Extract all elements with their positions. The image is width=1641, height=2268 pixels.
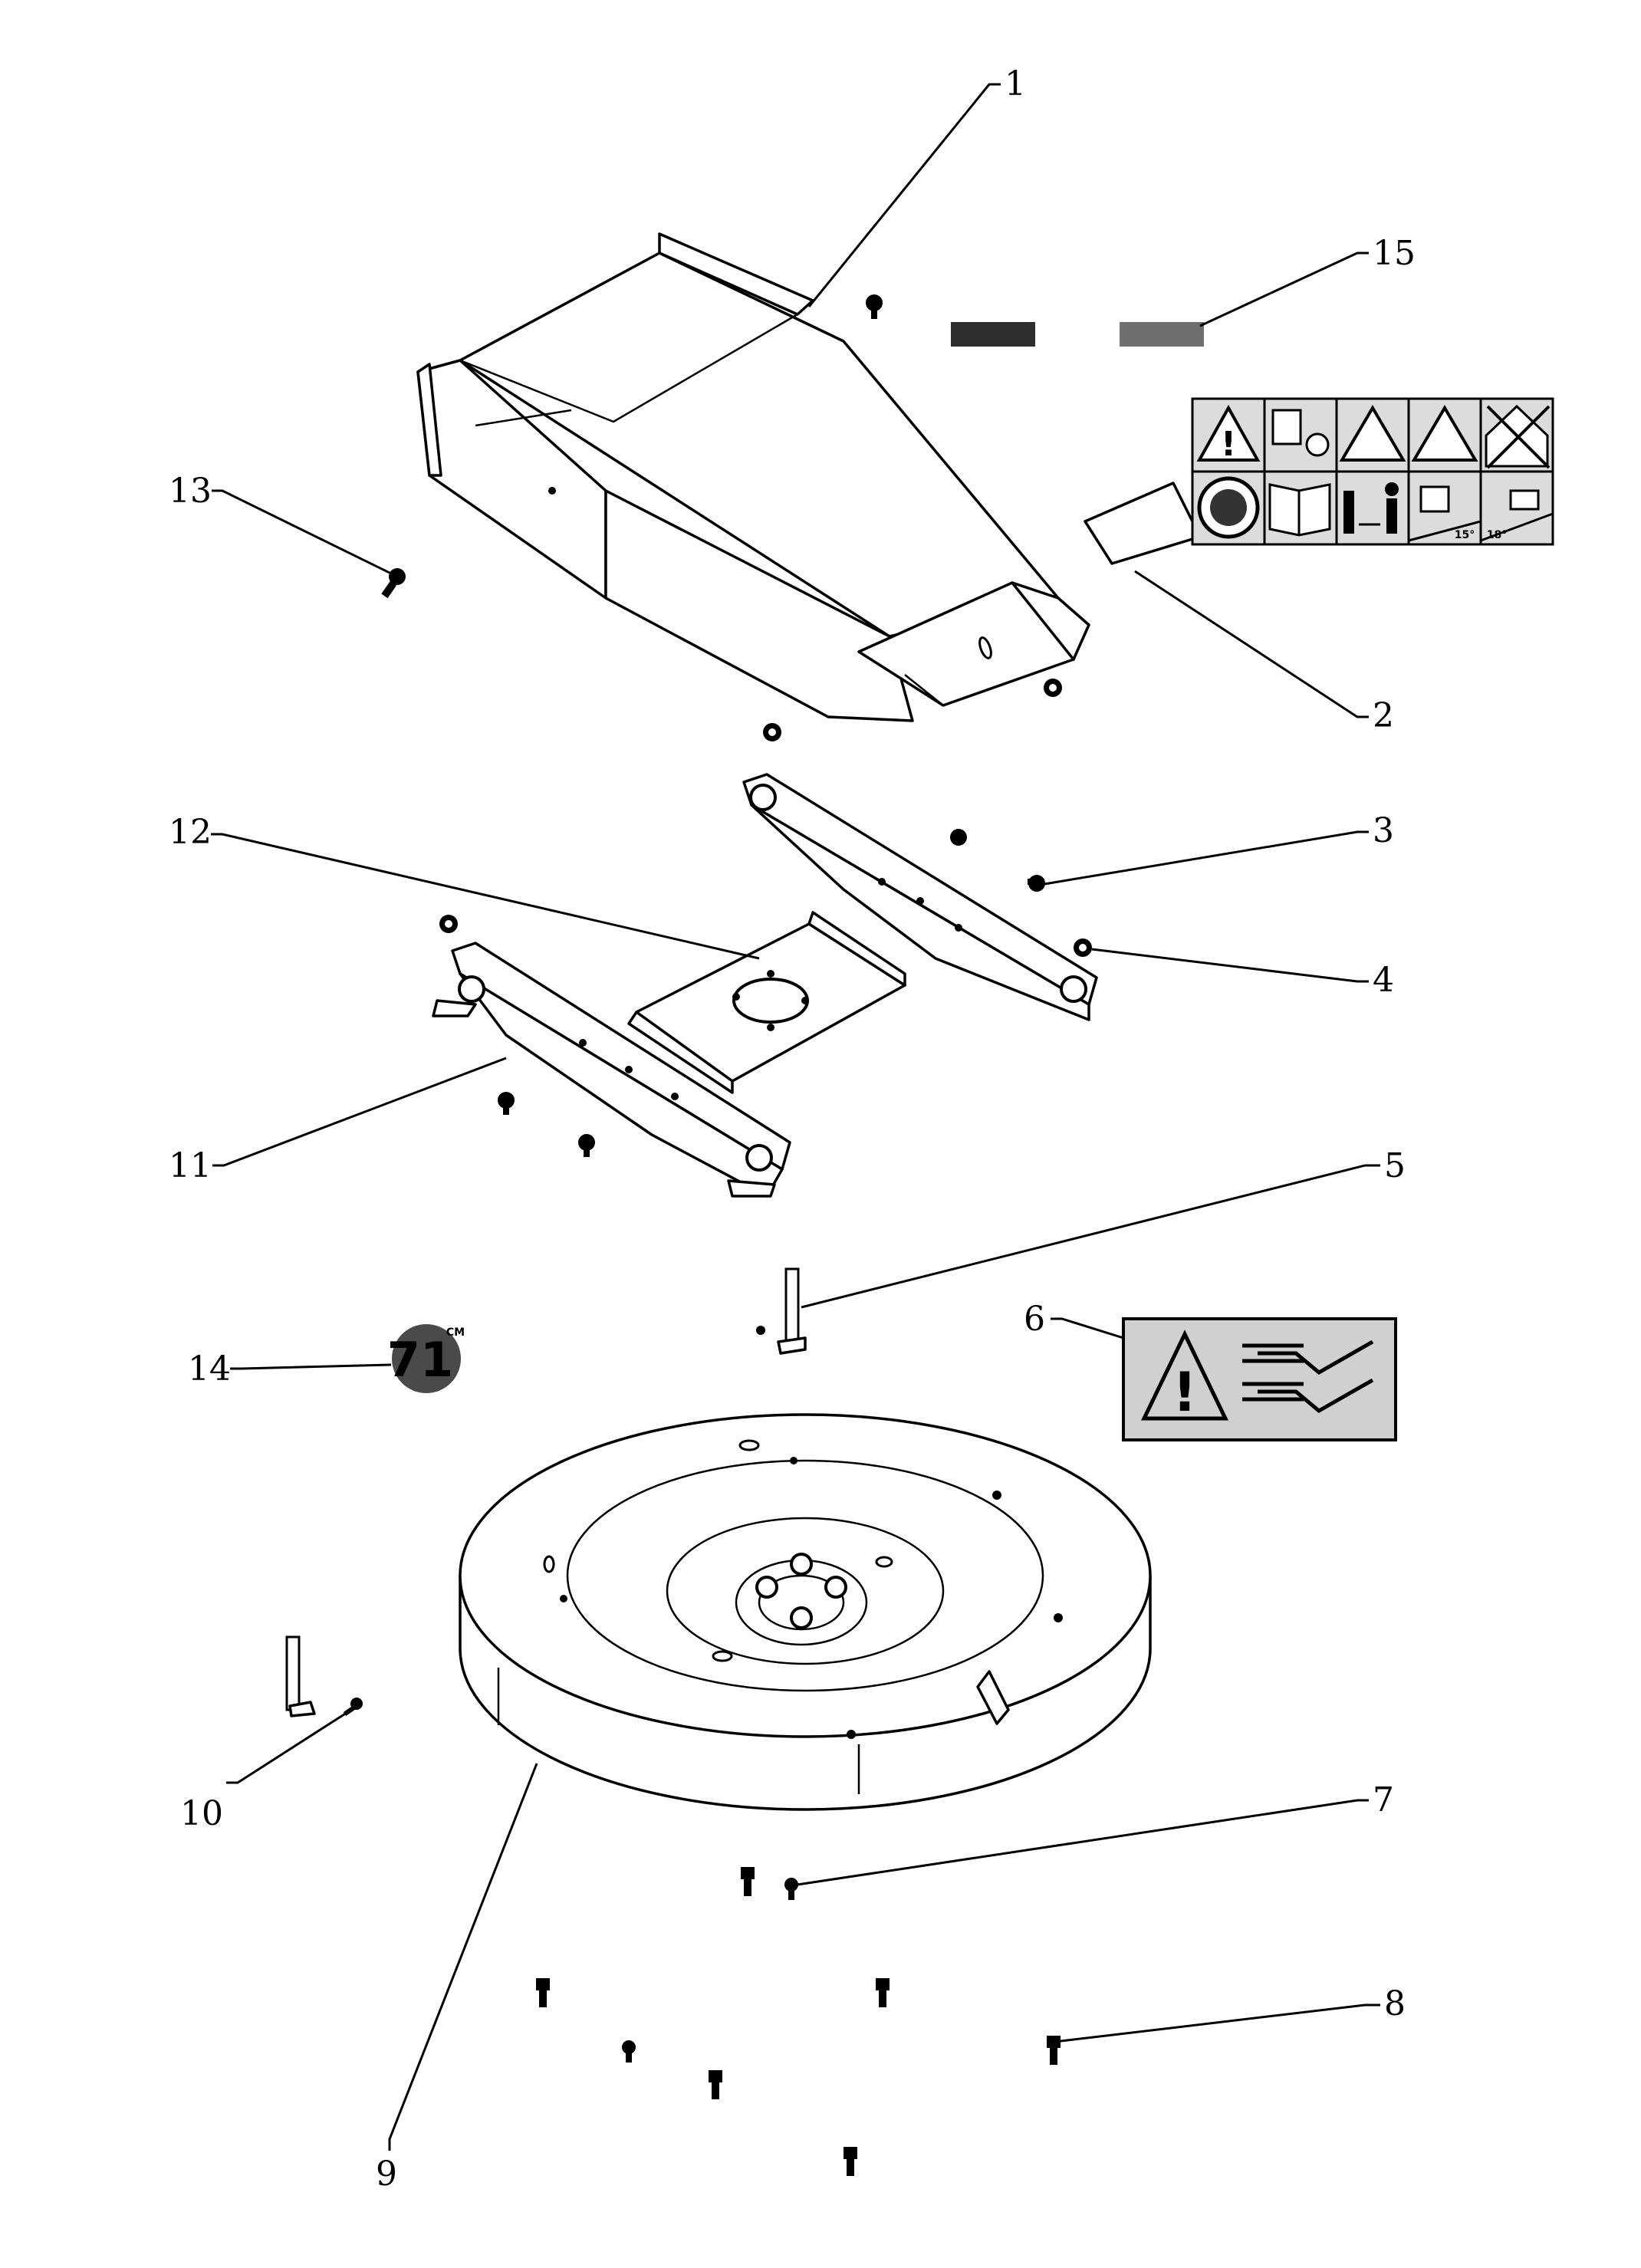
leader-13 [212, 489, 392, 575]
strip-light [1120, 322, 1204, 347]
svg-text:!: ! [1172, 1361, 1197, 1424]
leader-5 [801, 1164, 1380, 1309]
callout-11: 11 [169, 1146, 212, 1185]
leader-12 [211, 833, 760, 960]
screw-hood-top [866, 294, 883, 319]
bolt-8d [709, 2070, 722, 2099]
nut-4 [1074, 938, 1092, 957]
screw-13 [381, 568, 406, 599]
hood-cover [416, 232, 1090, 722]
leader-11 [212, 1057, 507, 1167]
slope-line-a [1408, 520, 1482, 542]
pin-bracket [756, 1267, 807, 1355]
leader-7 [797, 1799, 1369, 1886]
nut-rail-top [439, 915, 458, 933]
nut-hood-right [1044, 679, 1062, 697]
leader-9 [388, 1763, 538, 2151]
bolt-8a [536, 1978, 550, 2007]
hand-blade-icon-top [1242, 1339, 1374, 1376]
bolt-3 [1028, 875, 1045, 892]
safety-decal-panel: ! 15° 18° [1191, 397, 1554, 546]
size-number: 71 [387, 1332, 453, 1388]
bystander-warning-icon [1411, 405, 1478, 462]
bolt-8e [1047, 2036, 1061, 2065]
leader-6 [1051, 1317, 1124, 1339]
svg-text:!: ! [1221, 425, 1236, 464]
callout-4: 4 [1373, 961, 1394, 1000]
size-unit: CM [446, 1326, 465, 1339]
hand-blade-icon-bottom [1242, 1378, 1374, 1414]
callout-9: 9 [376, 2155, 397, 2194]
callout-5: 5 [1384, 1146, 1406, 1185]
decal-card [1084, 482, 1202, 565]
callout-1: 1 [1005, 64, 1026, 104]
tractor-icon [1509, 489, 1540, 511]
mounting-plate [627, 911, 906, 1094]
callout-13: 13 [169, 472, 212, 511]
slope-angle-b: 18° [1487, 529, 1507, 541]
callout-labels: 1 2 3 4 5 6 7 8 9 10 11 12 13 14 15 [169, 64, 1416, 2194]
callout-7: 7 [1373, 1780, 1394, 1819]
keep-distance-icon [1343, 491, 1354, 534]
callout-6: 6 [1024, 1300, 1045, 1339]
mower-deck [459, 1413, 1152, 1811]
leader-10 [226, 1710, 350, 1784]
manual-check-icon [1271, 409, 1302, 445]
leader-2 [1134, 570, 1369, 718]
leader-4 [1091, 948, 1369, 983]
slope-line-b [1480, 512, 1554, 542]
callout-2: 2 [1373, 696, 1394, 735]
callout-8: 8 [1384, 1984, 1406, 2023]
bolt-7a [741, 1867, 755, 1896]
bolt-rail-a [950, 829, 967, 846]
bracket-10 [285, 1635, 363, 1717]
leader-lines [211, 83, 1380, 2151]
bolt-8f [844, 2147, 857, 2176]
leader-1 [807, 83, 1001, 307]
thrown-object-icon [1339, 405, 1406, 462]
manual-book-icon [1268, 483, 1331, 537]
leader-8 [1054, 2003, 1380, 2043]
callout-14: 14 [188, 1349, 231, 1389]
warning-triangle-icon [1141, 1330, 1228, 1421]
callout-10: 10 [180, 1794, 223, 1833]
bolt-7b [784, 1878, 798, 1900]
slope-angle-a: 15° [1455, 529, 1475, 541]
rail-right [742, 773, 1098, 1021]
leader-15 [1199, 251, 1369, 327]
callout-3: 3 [1373, 811, 1394, 850]
strip-dark [951, 322, 1035, 347]
bolt-8b [876, 1978, 890, 2007]
bolt-rail-b [498, 1092, 515, 1115]
machine-icon [1419, 485, 1450, 513]
bolt-8c [622, 2040, 636, 2063]
leader-14 [230, 1363, 392, 1370]
nut-hood-left [763, 723, 781, 741]
callout-12: 12 [169, 813, 212, 852]
callout-15: 15 [1373, 234, 1416, 273]
leader-3 [1044, 830, 1369, 886]
warning-triangle-icon [1196, 404, 1261, 462]
blade-warning-decal: ! [1122, 1317, 1397, 1441]
bolt-rail-c [578, 1134, 595, 1157]
rail-left [432, 942, 791, 1198]
size-badge: 71 CM [387, 1324, 465, 1393]
